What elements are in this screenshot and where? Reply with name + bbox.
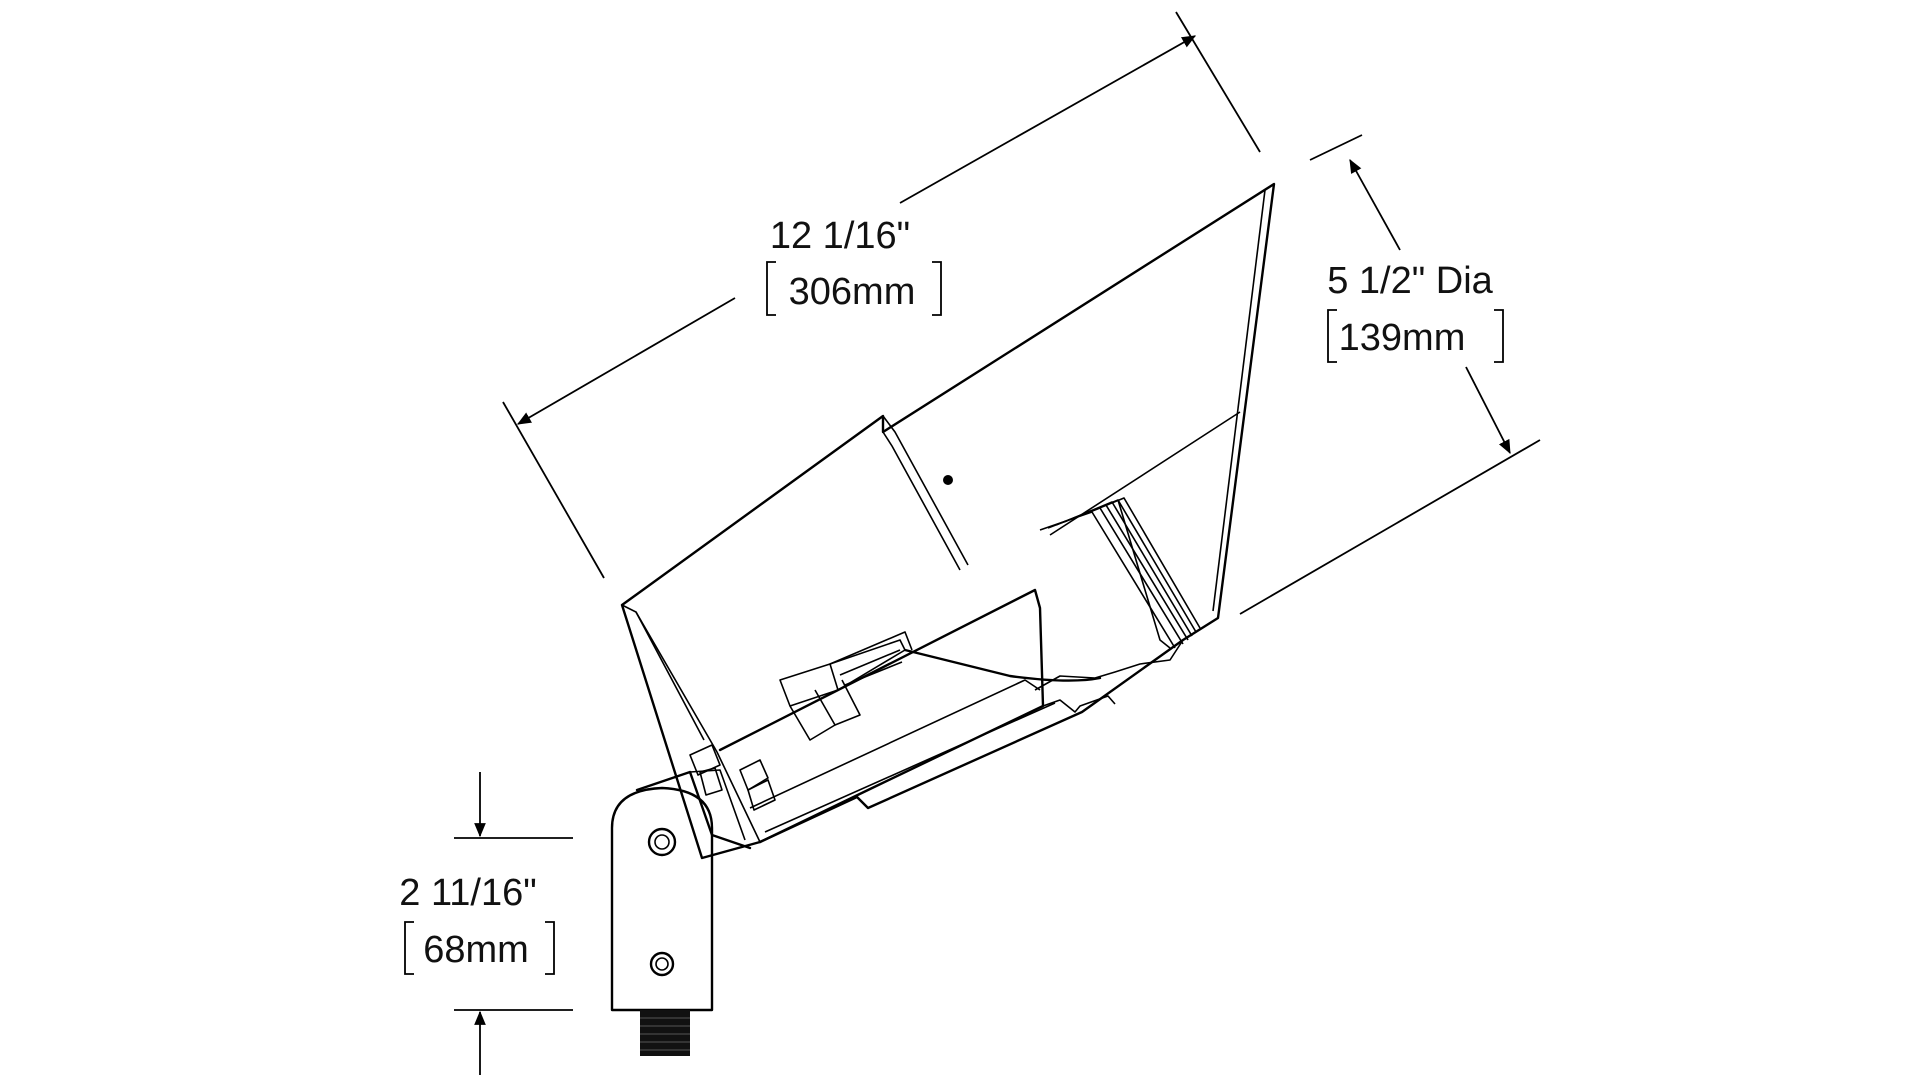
threaded-stem <box>640 1010 690 1056</box>
lower-shell-inner <box>749 679 1041 809</box>
knuckle-bracket-left <box>404 921 414 975</box>
housing-latch <box>689 744 776 811</box>
knuckle-mount <box>610 786 714 1056</box>
length-extension-left <box>502 401 605 579</box>
thread-lines <box>640 1017 690 1051</box>
shroud-step-inner <box>882 415 969 566</box>
diameter-imperial-label: 5 1/2" Dia <box>1327 260 1493 302</box>
reflector-arc <box>903 648 1102 682</box>
fixture-neck <box>635 770 752 850</box>
knuckle-bolt-top-inner <box>654 834 670 850</box>
length-bracket-right <box>932 261 942 316</box>
knuckle-bolt-bottom <box>649 951 675 977</box>
diameter-dimension: 5 1/2" Dia 139mm <box>1239 134 1541 615</box>
lower-shell-inner2 <box>764 702 1056 833</box>
housing-side-inner <box>635 611 705 741</box>
diameter-dim-line-top <box>1349 158 1401 251</box>
knuckle-imperial-label: 2 11/16" <box>399 872 536 914</box>
length-metric-label: 306mm <box>789 271 916 313</box>
shroud-outline <box>620 182 1276 860</box>
length-dim-line-right <box>899 35 1197 204</box>
lens-rings <box>1039 497 1201 649</box>
knuckle-bolt-top <box>647 827 677 857</box>
front-skirt-2 <box>1042 695 1116 713</box>
knuckle-bolt-bottom-inner <box>655 957 669 971</box>
length-dimension: 12 1/16" 306mm <box>502 11 1261 579</box>
diameter-bracket-right <box>1494 309 1504 363</box>
knuckle-dimension: 2 11/16" 68mm <box>399 772 573 1075</box>
lamp-socket <box>779 639 906 741</box>
shroud-rim <box>1212 189 1266 612</box>
shroud-step <box>882 431 961 571</box>
front-skirt <box>1034 639 1184 691</box>
length-dim-line-left <box>516 297 736 425</box>
knuckle-bracket-right <box>545 921 555 975</box>
diameter-extension-bottom <box>1239 439 1541 615</box>
diameter-extension-top <box>1309 134 1363 161</box>
fixture-body <box>620 182 1276 860</box>
length-imperial-label: 12 1/16" <box>770 215 910 257</box>
fixture-neck-inner <box>689 769 746 841</box>
length-bracket-left <box>766 261 776 316</box>
diameter-bracket-left <box>1327 309 1337 363</box>
length-extension-right <box>1175 11 1261 153</box>
lower-shell <box>718 588 1045 844</box>
set-screw-dot <box>943 475 953 485</box>
reflector-inner <box>829 631 913 665</box>
knuckle-body <box>610 786 714 1012</box>
diameter-metric-label: 139mm <box>1339 317 1466 359</box>
diameter-dim-line-bottom <box>1465 366 1511 455</box>
knuckle-metric-label: 68mm <box>423 929 529 971</box>
housing-side <box>621 604 761 843</box>
